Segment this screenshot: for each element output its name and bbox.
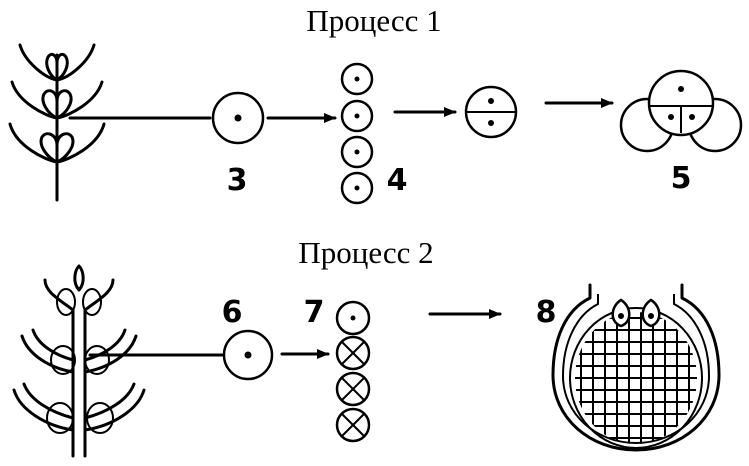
pollen-grain-5 [619, 69, 743, 153]
label-7: 7 [304, 295, 325, 330]
flower-spike-2 [12, 264, 146, 458]
label-6: 6 [222, 295, 243, 330]
process2-title: Процесс 2 [298, 235, 433, 270]
label-8: 8 [536, 295, 557, 330]
megaspore-tetrad-7 [335, 300, 371, 443]
endosperm-grid [575, 312, 697, 444]
label-5: 5 [671, 161, 692, 196]
ovule-8 [551, 283, 721, 452]
label-4: 4 [387, 163, 408, 198]
label-3: 3 [227, 163, 248, 198]
mother-cell-6 [222, 329, 274, 381]
mother-cell-3 [211, 91, 265, 145]
flower-spike-1 [8, 43, 106, 202]
tetrad-4 [340, 62, 374, 205]
process1-title: Процесс 1 [306, 3, 441, 38]
binucleate-cell [464, 85, 518, 139]
